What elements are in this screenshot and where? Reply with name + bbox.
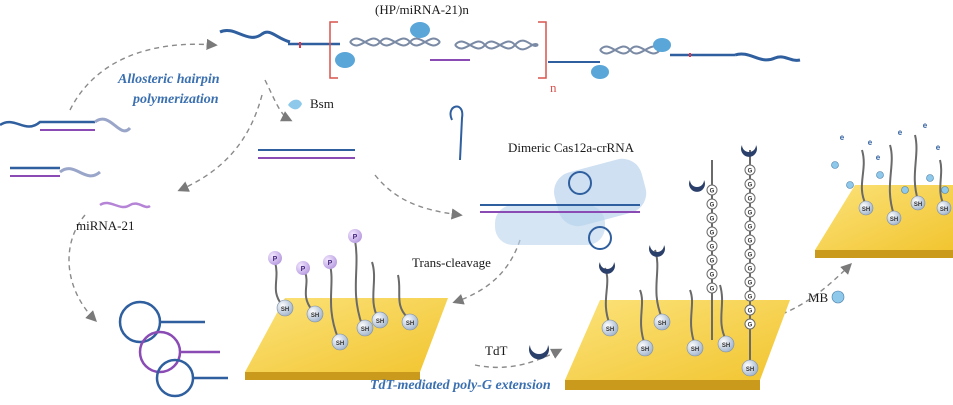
electron-label: e <box>923 121 928 130</box>
mb-molecules <box>831 161 949 304</box>
bsm-label: Bsm <box>310 96 334 111</box>
sh-label: SH <box>606 327 614 333</box>
electron-label: e <box>868 138 873 147</box>
g-label: G <box>748 281 753 287</box>
sh-label: SH <box>641 347 649 353</box>
electron-label: e <box>840 133 845 142</box>
p-tags <box>268 229 362 275</box>
cleaved-duplex <box>258 99 355 159</box>
sh-anchors-1 <box>276 299 419 351</box>
g-label: G <box>710 189 715 195</box>
dimeric-cas12a <box>449 105 647 250</box>
sh-label: SH <box>336 341 344 347</box>
p-label: P <box>353 234 358 241</box>
trans-cleavage-label: Trans-cleavage <box>412 255 491 270</box>
mb-label: MB <box>808 290 829 305</box>
sh-label: SH <box>890 217 898 223</box>
circular-templates <box>118 300 228 398</box>
sh-label: SH <box>361 327 369 333</box>
sh-label: SH <box>281 307 289 313</box>
tdt-enzymes <box>529 145 757 360</box>
electrode-1 <box>245 298 448 380</box>
sh-label: SH <box>658 321 666 327</box>
electrode-2 <box>565 300 790 390</box>
sh-anchors-3 <box>858 195 952 226</box>
g-strand-columns <box>706 164 756 330</box>
g-label: G <box>710 287 715 293</box>
g-label: G <box>710 203 715 209</box>
p-label: P <box>301 266 306 273</box>
g-label: G <box>748 169 753 175</box>
left-hairpins <box>0 117 151 209</box>
tdt-label: TdT <box>485 343 508 358</box>
g-label: G <box>748 323 753 329</box>
p-label: P <box>273 256 278 263</box>
sh-anchors-2 <box>601 313 759 377</box>
g-label: G <box>748 197 753 203</box>
g-label: G <box>710 217 715 223</box>
sh-label: SH <box>914 202 922 208</box>
electrode-3 <box>815 185 953 258</box>
mirna-label: miRNA-21 <box>76 218 135 233</box>
electron-label: e <box>876 153 881 162</box>
sh-label: SH <box>311 313 319 319</box>
g-label: G <box>748 267 753 273</box>
electron-label: e <box>936 143 941 152</box>
p-label: P <box>328 260 333 267</box>
g-label: G <box>748 295 753 301</box>
g-label: G <box>748 211 753 217</box>
sh-label: SH <box>691 347 699 353</box>
g-label: G <box>748 225 753 231</box>
g-label: G <box>748 239 753 245</box>
electron-label: e <box>898 128 903 137</box>
dimeric-label: Dimeric Cas12a-crRNA <box>508 140 634 155</box>
g-label: G <box>748 253 753 259</box>
sh-label: SH <box>376 319 384 325</box>
sh-label: SH <box>862 207 870 213</box>
top-complex-label: (HP/miRNA-21)n <box>375 2 469 17</box>
repeat-n-label: n <box>550 80 557 95</box>
g-label: G <box>710 231 715 237</box>
sh-label: SH <box>406 321 414 327</box>
g-label: G <box>710 259 715 265</box>
g-label: G <box>748 183 753 189</box>
sh-label: SH <box>940 207 948 213</box>
allosteric-label: Allosteric hairpin <box>118 72 220 87</box>
polymerization-label: polymerization <box>133 92 219 107</box>
g-label: G <box>710 245 715 251</box>
g-label: G <box>710 273 715 279</box>
g-label: G <box>748 309 753 315</box>
sh-label: SH <box>722 343 730 349</box>
sh-label: SH <box>746 367 754 373</box>
tdt-mediated-label: TdT-mediated poly-G extension <box>370 378 551 393</box>
top-hairpin-polymer <box>219 21 801 79</box>
